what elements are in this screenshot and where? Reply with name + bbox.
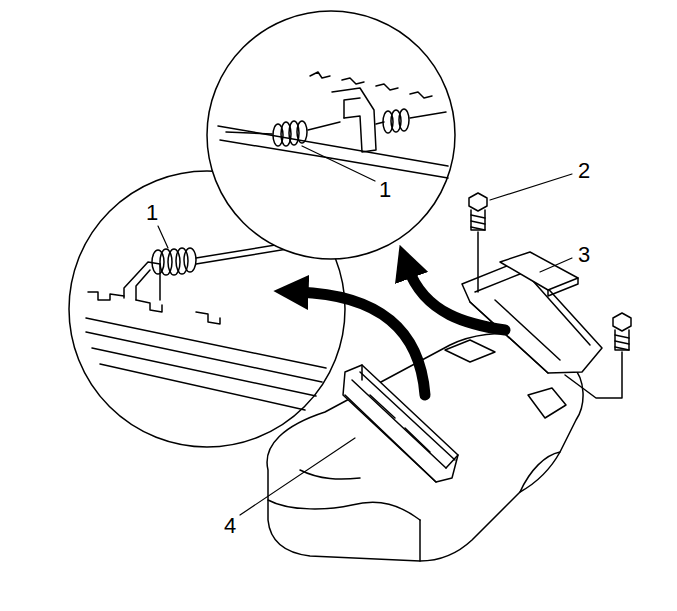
- right-detail-view: [207, 11, 455, 259]
- leader-line: [158, 146, 572, 515]
- callout-number: 3: [576, 244, 592, 266]
- pointer-arrow: [298, 292, 425, 395]
- callout-number: 4: [222, 515, 238, 537]
- callout-number: 1: [144, 202, 160, 224]
- right-seat-adjuster: [462, 252, 602, 373]
- pointer-arrow: [408, 268, 505, 330]
- callout-number: 2: [576, 160, 592, 182]
- bolt: [469, 193, 631, 398]
- left-seat-adjuster: [343, 365, 458, 482]
- callout-number: 1: [377, 179, 393, 201]
